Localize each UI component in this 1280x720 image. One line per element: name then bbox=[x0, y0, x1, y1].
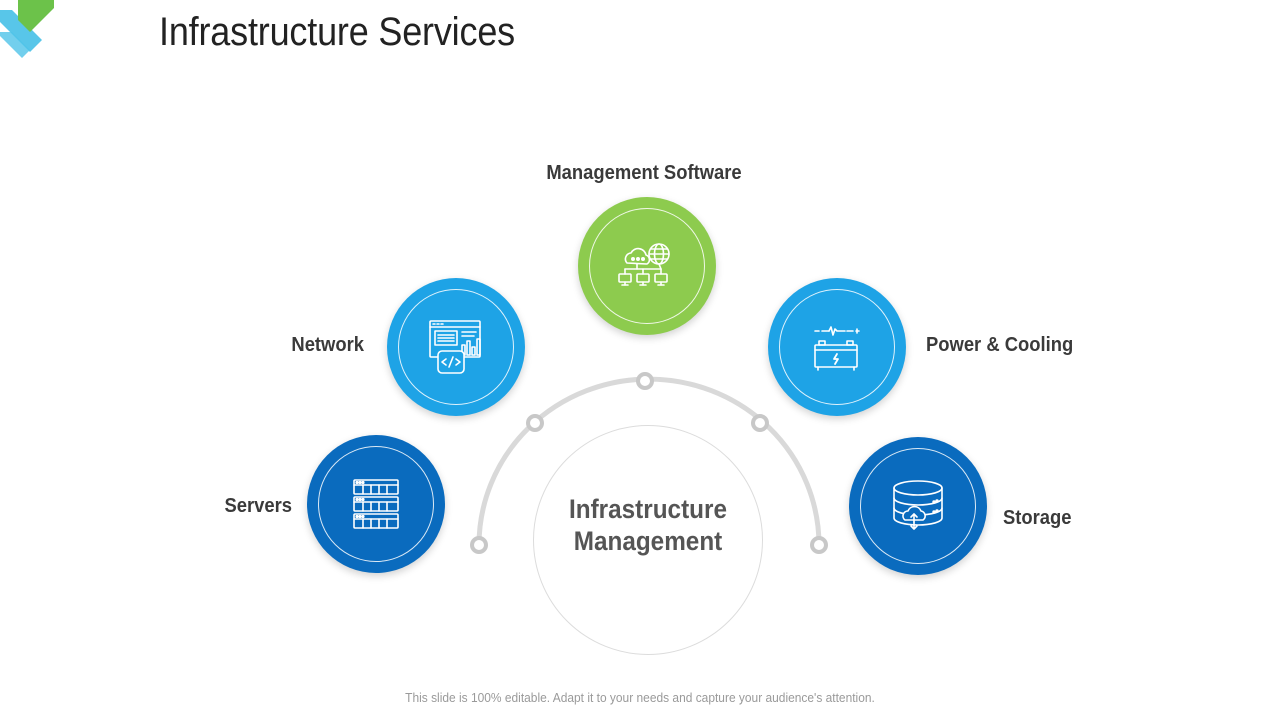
arc-connector-dot bbox=[470, 536, 488, 554]
node-ring bbox=[589, 208, 705, 324]
arc-connector-dot bbox=[526, 414, 544, 432]
node-ring bbox=[860, 448, 976, 564]
arc-connector-dot bbox=[810, 536, 828, 554]
management-software-node bbox=[578, 197, 716, 335]
server-rack-icon bbox=[353, 479, 399, 529]
footer-note: This slide is 100% editable. Adapt it to… bbox=[405, 690, 875, 705]
power-cooling-node bbox=[768, 278, 906, 416]
hub-circle: Infrastructure Management bbox=[533, 425, 763, 655]
network-label: Network bbox=[291, 334, 364, 356]
cloud-database-icon bbox=[893, 480, 943, 530]
management-software-label: Management Software bbox=[546, 162, 742, 184]
arc-connector-dot bbox=[636, 372, 654, 390]
power-cooling-label: Power & Cooling bbox=[926, 334, 1074, 356]
network-node bbox=[387, 278, 525, 416]
node-ring bbox=[318, 446, 434, 562]
corner-logo bbox=[0, 0, 54, 58]
arc-connector-dot bbox=[751, 414, 769, 432]
node-ring bbox=[779, 289, 895, 405]
node-ring bbox=[398, 289, 514, 405]
hub-title: Infrastructure Management bbox=[568, 494, 727, 556]
servers-node bbox=[307, 435, 445, 573]
cloud-network-globe-icon bbox=[618, 243, 670, 286]
storage-node bbox=[849, 437, 987, 575]
battery-power-icon bbox=[814, 326, 860, 371]
page-title: Infrastructure Services bbox=[159, 10, 515, 54]
web-code-analytics-icon bbox=[429, 320, 481, 374]
storage-label: Storage bbox=[1003, 507, 1072, 529]
servers-label: Servers bbox=[224, 495, 292, 517]
